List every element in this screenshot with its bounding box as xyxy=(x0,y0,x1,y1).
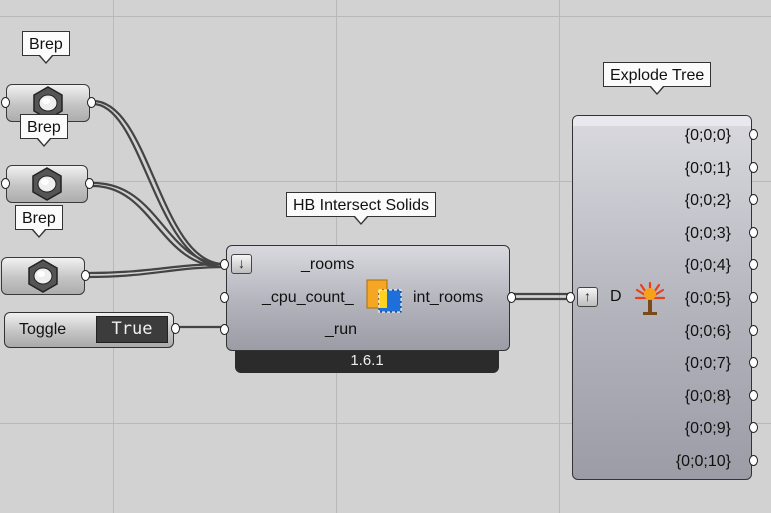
wire-brep2-rooms xyxy=(92,184,225,269)
grid-line xyxy=(559,0,560,513)
arrow-down-icon[interactable]: ↓ xyxy=(231,254,252,274)
honeybee-intersect-icon xyxy=(366,279,402,313)
component-header-strip xyxy=(573,116,751,126)
grid-line xyxy=(0,423,771,424)
output-0-0-8: {0;0;8} xyxy=(684,388,731,405)
boolean-toggle[interactable]: Toggle True xyxy=(4,312,174,348)
wire-brep2-rooms xyxy=(92,181,225,266)
output-int-rooms: int_rooms xyxy=(413,289,484,306)
brep-tag-2: Brep xyxy=(20,114,68,147)
output-0-0-0: {0;0;0} xyxy=(684,127,731,144)
d-input-grip[interactable] xyxy=(566,292,575,303)
output-0-0-7: {0;0;7} xyxy=(684,355,731,372)
wire-brep3-rooms xyxy=(87,265,225,279)
input-run: _run xyxy=(325,321,358,338)
brep2-input-grip[interactable] xyxy=(1,178,10,189)
toggle-value[interactable]: True xyxy=(96,316,168,343)
brep-hex-icon xyxy=(32,167,62,201)
output-grip-0[interactable] xyxy=(749,129,758,140)
output-0-0-2: {0;0;2} xyxy=(684,192,731,209)
brep-param-3[interactable] xyxy=(1,257,85,295)
input-d: D xyxy=(610,288,622,305)
output-grip-8[interactable] xyxy=(749,390,758,401)
input-rooms: _rooms xyxy=(301,256,355,273)
output-grip-5[interactable] xyxy=(749,292,758,303)
output-grip-7[interactable] xyxy=(749,357,758,368)
wire-brep1-rooms xyxy=(92,99,225,266)
brep-tag-1: Brep xyxy=(22,31,70,64)
grid-line xyxy=(0,181,771,182)
output-0-0-4: {0;0;4} xyxy=(684,257,731,274)
explode-tree-icon xyxy=(634,282,666,315)
output-grip-3[interactable] xyxy=(749,227,758,238)
explode-tree-component[interactable]: ↑ D {0;0;0} {0;0;1} {0;0;2} {0;0;3} {0;0… xyxy=(572,115,752,480)
brep1-input-grip[interactable] xyxy=(1,97,10,108)
output-0-0-3: {0;0;3} xyxy=(684,225,731,242)
cpu-count-input-grip[interactable] xyxy=(220,292,229,303)
arrow-up-icon[interactable]: ↑ xyxy=(577,287,598,307)
hb-intersect-solids-component[interactable]: ↓ _rooms _cpu_count_ _run int_rooms xyxy=(226,245,510,351)
brep-tag-3: Brep xyxy=(15,205,63,238)
output-grip-1[interactable] xyxy=(749,162,758,173)
explode-tree-tag: Explode Tree xyxy=(603,62,712,95)
output-grip-6[interactable] xyxy=(749,325,758,336)
brep3-output-grip[interactable] xyxy=(81,270,90,281)
output-0-0-6: {0;0;6} xyxy=(684,323,731,340)
brep-hex-icon xyxy=(28,259,58,293)
brep-param-2[interactable] xyxy=(6,165,88,203)
run-input-grip[interactable] xyxy=(220,324,229,335)
input-cpu-count: _cpu_count_ xyxy=(262,289,354,306)
brep1-output-grip[interactable] xyxy=(87,97,96,108)
grid-line xyxy=(113,0,114,513)
toggle-label: Toggle xyxy=(19,321,67,338)
int-rooms-output-grip[interactable] xyxy=(507,292,516,303)
output-grip-10[interactable] xyxy=(749,455,758,466)
toggle-output-grip[interactable] xyxy=(171,323,180,334)
brep2-output-grip[interactable] xyxy=(85,178,94,189)
output-0-0-9: {0;0;9} xyxy=(684,420,731,437)
output-0-0-5: {0;0;5} xyxy=(684,290,731,307)
output-grip-4[interactable] xyxy=(749,259,758,270)
version-label: 1.6.1 xyxy=(235,349,499,373)
grid-line xyxy=(0,16,771,17)
output-grip-2[interactable] xyxy=(749,194,758,205)
output-0-0-1: {0;0;1} xyxy=(684,160,731,177)
intersect-tag: HB Intersect Solids xyxy=(286,192,437,225)
output-grip-9[interactable] xyxy=(749,422,758,433)
wire-brep3-rooms xyxy=(87,262,225,275)
rooms-input-grip[interactable] xyxy=(220,259,229,270)
output-0-0-10: {0;0;10} xyxy=(675,453,731,470)
